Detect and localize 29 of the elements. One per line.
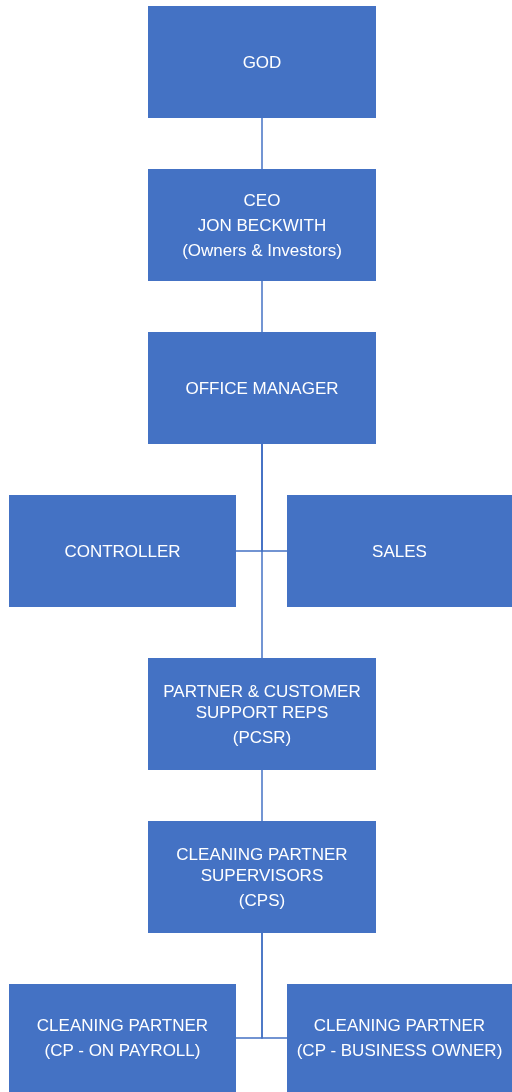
role-box <box>287 495 512 607</box>
role-box <box>148 332 376 444</box>
connector-line <box>261 769 263 822</box>
connector-line <box>261 280 263 333</box>
role-box <box>148 6 376 118</box>
role-label: OFFICE MANAGER <box>185 377 339 399</box>
connector-line <box>261 117 263 170</box>
role-box <box>287 984 512 1092</box>
role-box <box>148 658 376 770</box>
role-label: (PCSR) <box>232 726 292 748</box>
role-label: (Owners & Investors) <box>182 239 342 261</box>
role-box <box>148 821 376 933</box>
role-label: CEO <box>243 189 281 211</box>
role-label: (CPS) <box>238 889 286 911</box>
role-label: GOD <box>242 51 282 73</box>
role-label: CONTROLLER <box>64 540 181 562</box>
role-label: SALES <box>372 540 427 562</box>
connector-line <box>261 443 263 659</box>
role-label: (CP - BUSINESS OWNER) <box>296 1040 503 1061</box>
role-label: CLEANING PARTNER <box>313 1015 486 1036</box>
role-box <box>9 495 236 607</box>
role-box <box>9 984 236 1092</box>
connector-line <box>261 932 288 1039</box>
role-label: PARTNER & CUSTOMER SUPPORT REPS <box>162 680 362 723</box>
role-label: CLEANING PARTNER SUPERVISORS <box>175 843 349 886</box>
role-box <box>148 169 376 281</box>
role-label: JON BECKWITH <box>197 214 327 236</box>
role-label: (CP - ON PAYROLL) <box>44 1040 201 1061</box>
role-label: CLEANING PARTNER <box>36 1015 209 1036</box>
